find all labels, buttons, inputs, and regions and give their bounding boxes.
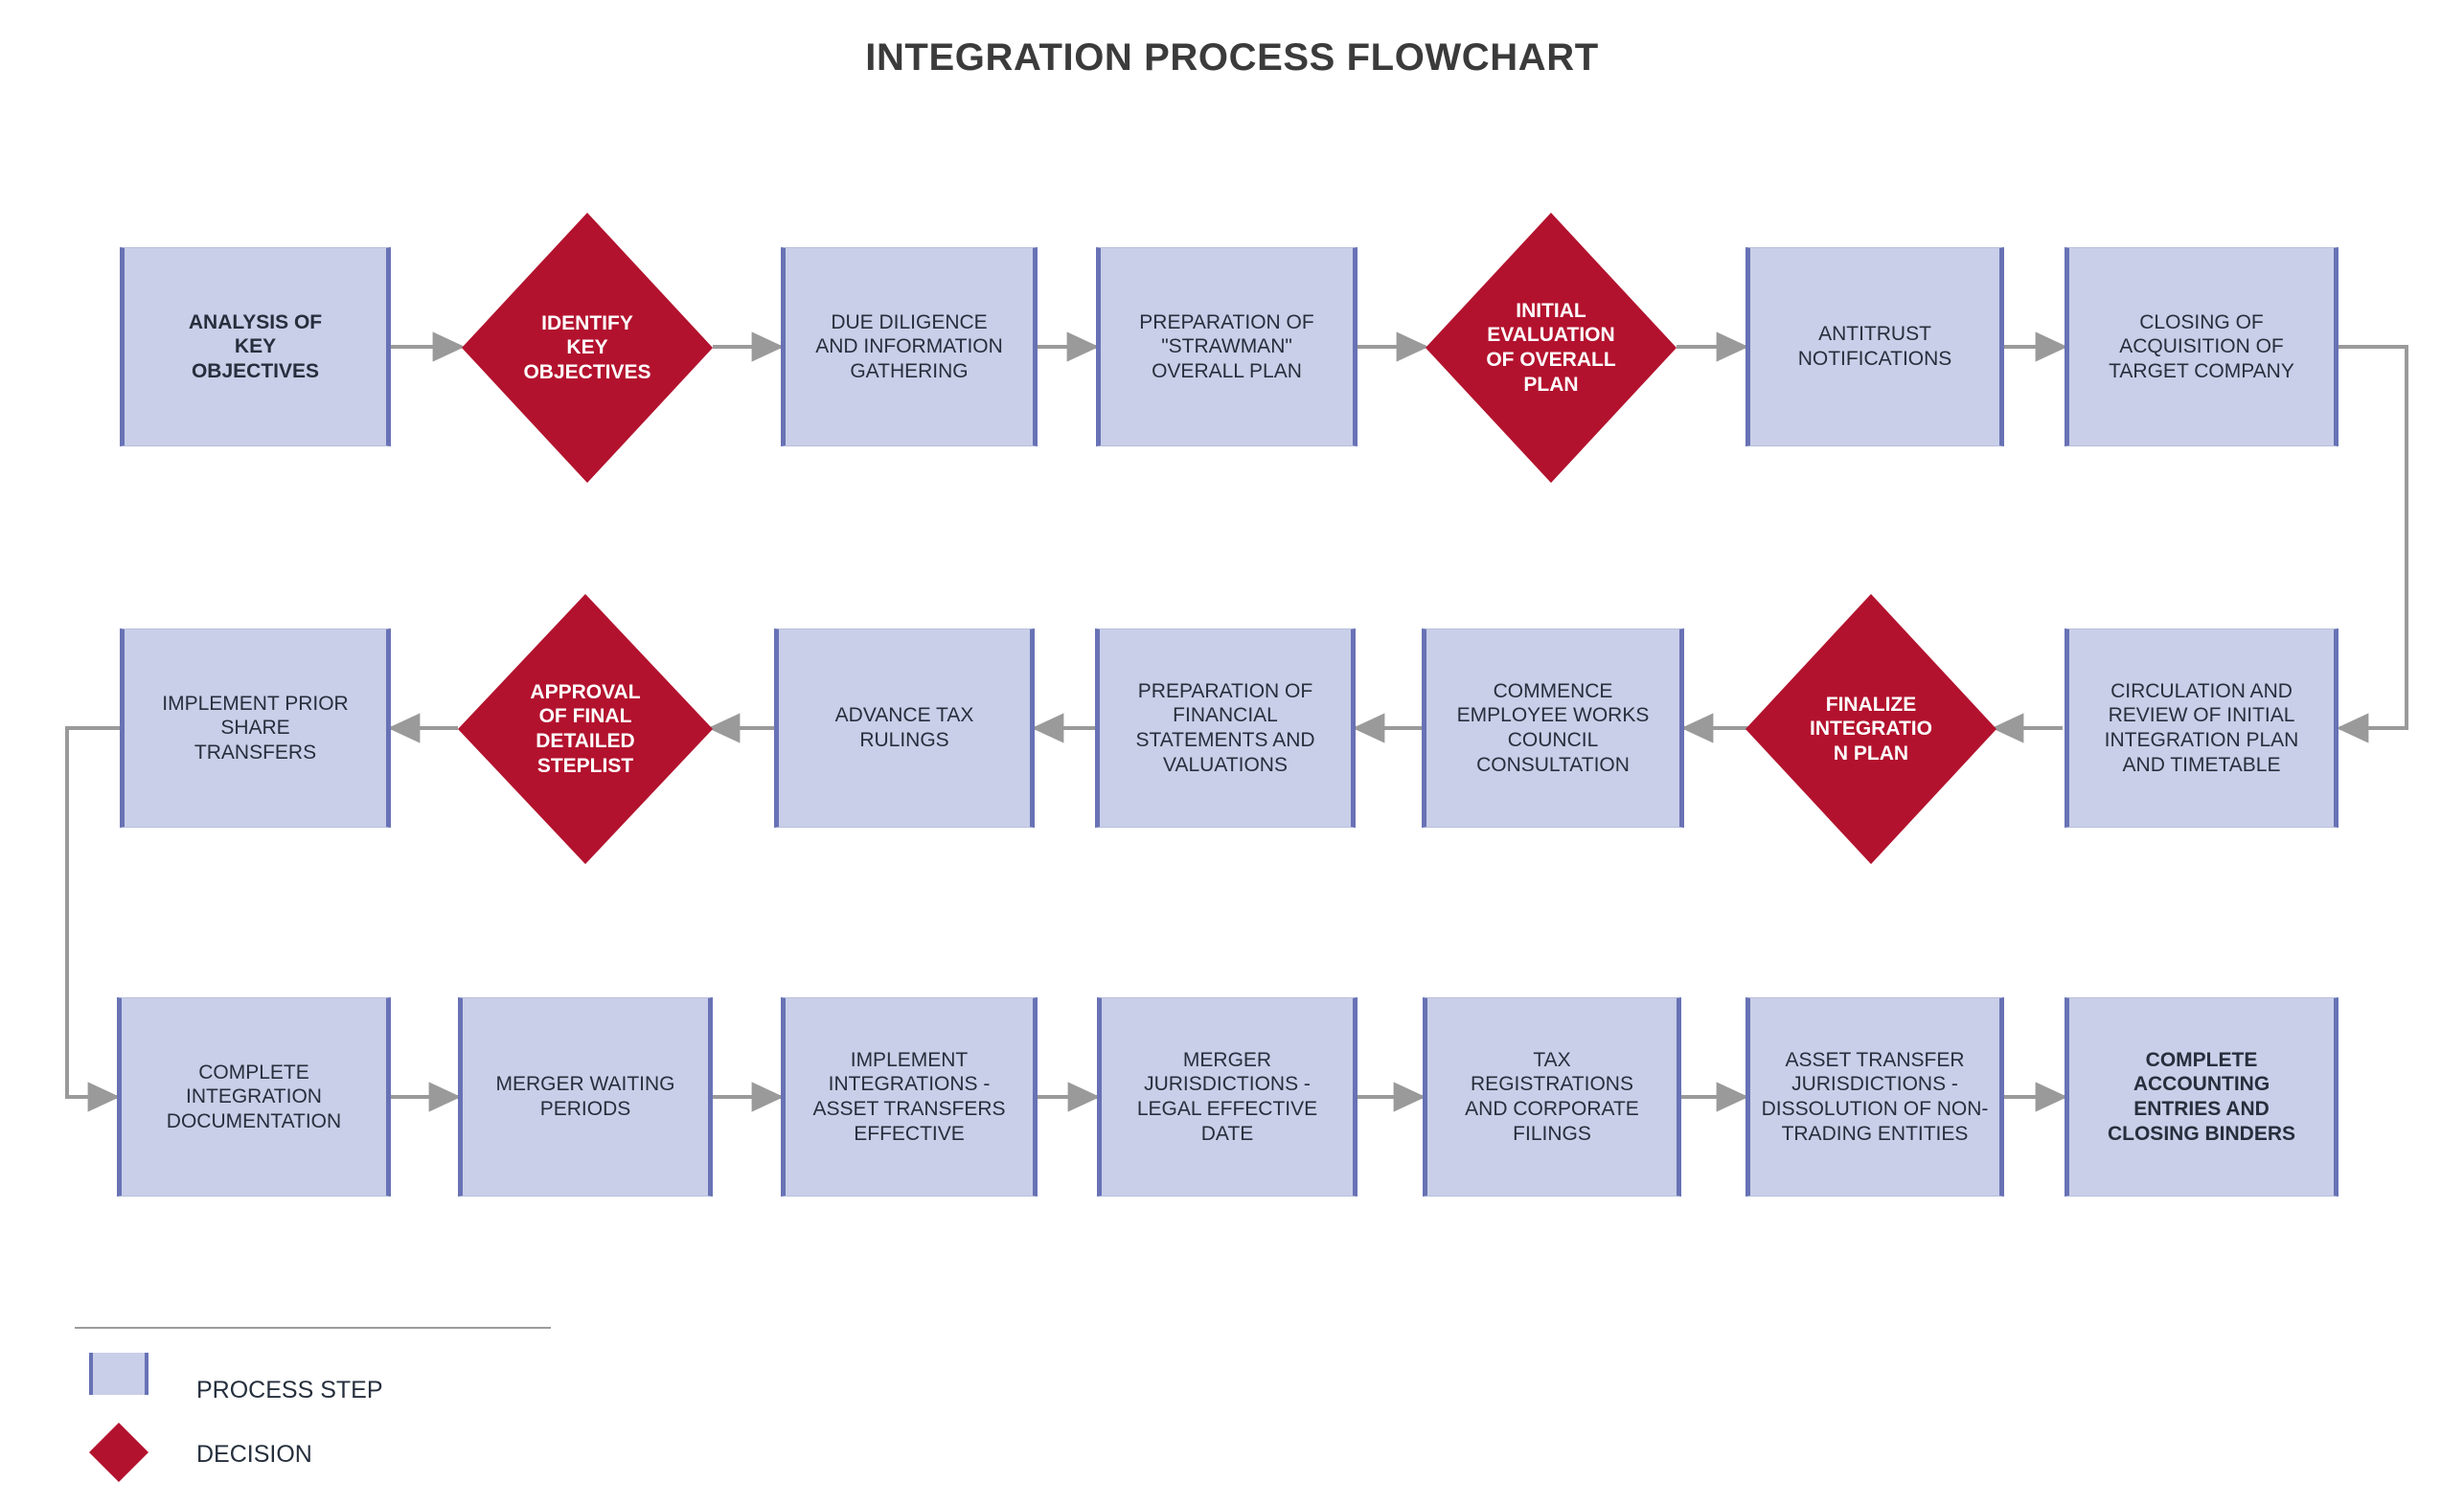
legend-label-decision: DECISION [196,1441,312,1468]
legend-divider [75,1327,551,1329]
process-step-swatch [89,1353,148,1395]
node-label: PREPARATION OF"STRAWMAN"OVERALL PLAN [1139,310,1314,382]
node-preparation-of-strawman-overall-plan[interactable]: PREPARATION OF"STRAWMAN"OVERALL PLAN [1096,247,1357,446]
legend-label-process-step: PROCESS STEP [196,1377,383,1403]
arrow-n8-n15 [65,726,121,1112]
page-title: INTEGRATION PROCESS FLOWCHART [865,36,1599,79]
arrow-n7-n14 [2336,345,2408,743]
decision-swatch [89,1423,148,1482]
